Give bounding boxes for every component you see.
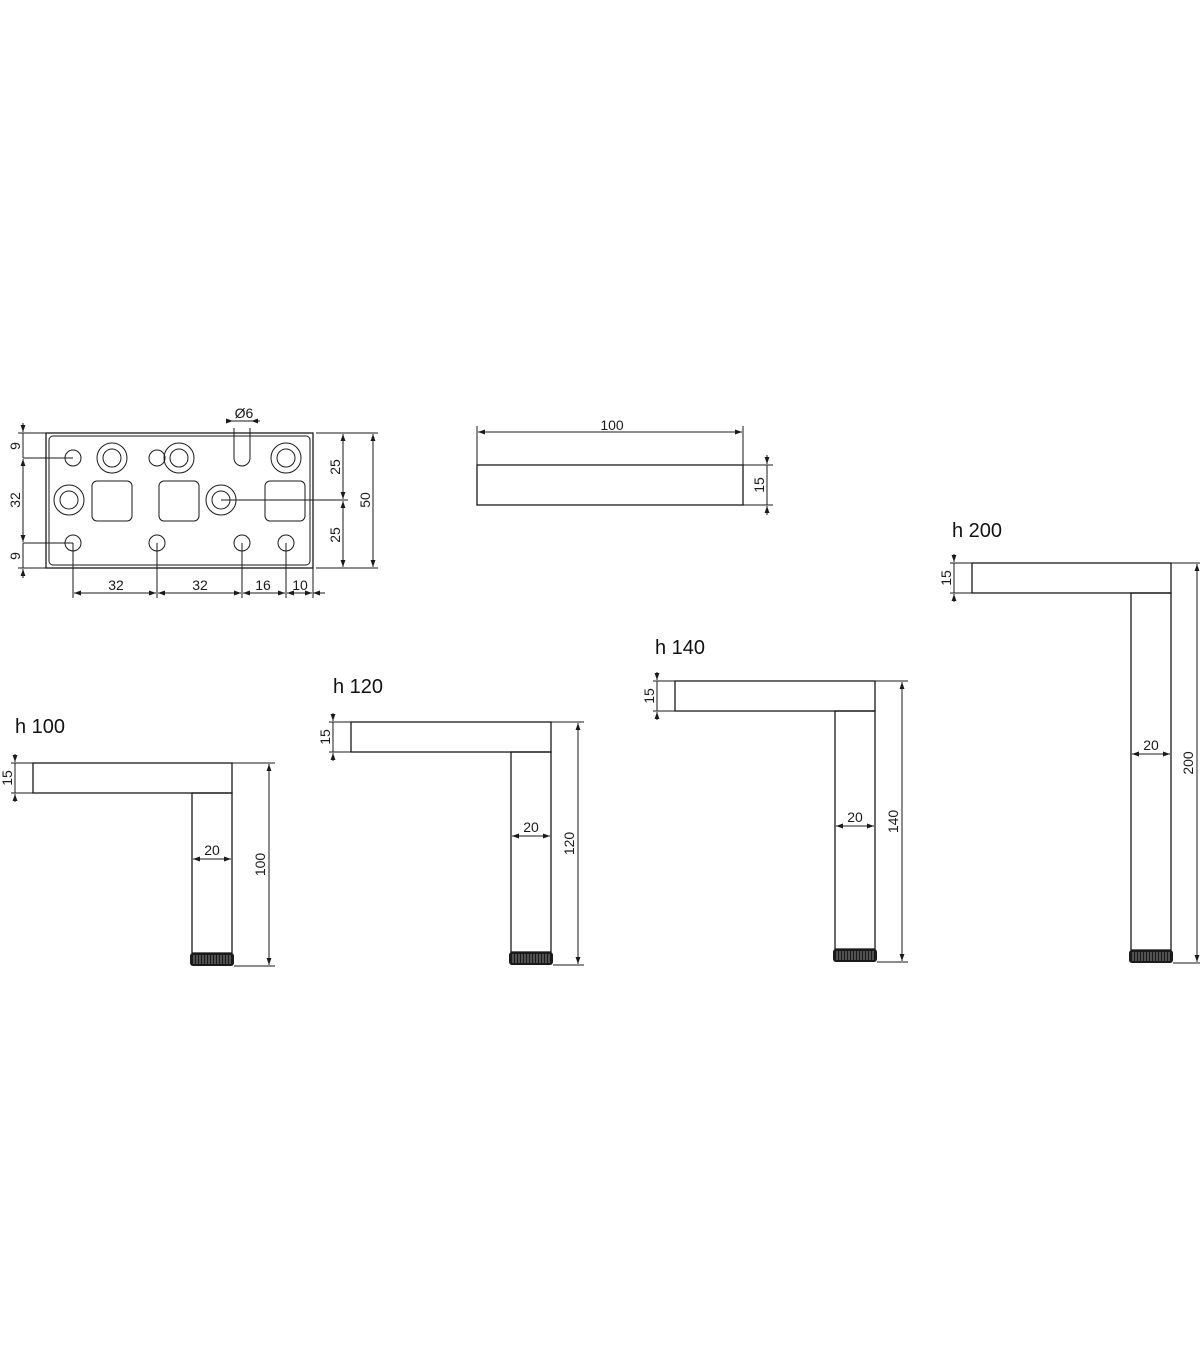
leg-width-dim: 20: [1143, 737, 1159, 753]
leg-height-dim: 200: [1180, 751, 1196, 775]
leg-height-dim: 100: [252, 853, 268, 877]
leg-post: [1130, 592, 1172, 951]
leg-post: [510, 751, 552, 953]
bar-view: 100 15: [476, 417, 773, 515]
leg-arm: [971, 562, 1172, 594]
leg-arm-dim: 15: [938, 570, 954, 586]
countersunk-hole-outer: [96, 442, 128, 474]
leg-arm-dim: 15: [0, 770, 15, 786]
countersunk-hole-inner: [276, 448, 296, 468]
square-cutout: [158, 480, 200, 522]
leg-width-dim: 20: [204, 842, 220, 858]
leg-120: 120 20 15 h 120: [317, 676, 584, 966]
dim-right-bottom: 25: [327, 527, 343, 543]
leg-100: 100 20 15 h 100: [0, 716, 275, 967]
leg-arm: [674, 680, 876, 712]
dim-plate-height: 50: [357, 492, 373, 508]
leg-width-dim: 20: [523, 819, 539, 835]
dim-left-middle: 32: [7, 492, 23, 508]
screw-hole: [148, 449, 166, 467]
leg-width-dim: 20: [847, 809, 863, 825]
dim-bottom-1: 32: [108, 577, 124, 593]
leg-140: 140 20 15 h 140: [641, 637, 908, 963]
countersunk-hole-inner: [59, 490, 79, 510]
leg-height-label: h 200: [952, 520, 1002, 542]
dim-left-bottom: 9: [7, 552, 23, 560]
dim-bottom-2: 32: [192, 577, 208, 593]
leg-200: 200 20 15 h 200: [938, 520, 1200, 964]
bar-length-dim: 100: [600, 417, 624, 433]
dim-left-top: 9: [7, 442, 23, 450]
countersunk-hole-inner: [102, 448, 122, 468]
leg-arm-dim: 15: [641, 688, 657, 704]
leg-height-label: h 140: [655, 637, 705, 659]
countersunk-hole-outer: [53, 484, 85, 516]
square-cutout: [91, 480, 133, 522]
countersunk-hole-outer: [270, 442, 302, 474]
bar-outline: [476, 464, 744, 506]
leg-post: [191, 792, 233, 954]
countersunk-hole-outer: [163, 442, 195, 474]
square-cutout: [264, 480, 306, 522]
diameter-label: Ø6: [235, 405, 254, 421]
leg-arm: [350, 721, 552, 753]
countersunk-hole-inner: [169, 448, 189, 468]
slot-hole: [233, 428, 251, 467]
leg-arm: [32, 762, 233, 794]
leg-height-label: h 100: [15, 716, 65, 738]
leg-post: [834, 710, 876, 950]
mounting-plate: Ø6 9 32 9 32 32 16 10 25 25 50: [7, 405, 378, 598]
leg-height-dim: 140: [885, 810, 901, 834]
dim-right-top: 25: [327, 459, 343, 475]
dim-bottom-4: 10: [292, 577, 308, 593]
leg-height-label: h 120: [333, 676, 383, 698]
dim-bottom-3: 16: [255, 577, 271, 593]
bar-thickness-dim: 15: [751, 477, 767, 493]
leg-height-dim: 120: [561, 832, 577, 856]
leg-arm-dim: 15: [317, 729, 333, 745]
